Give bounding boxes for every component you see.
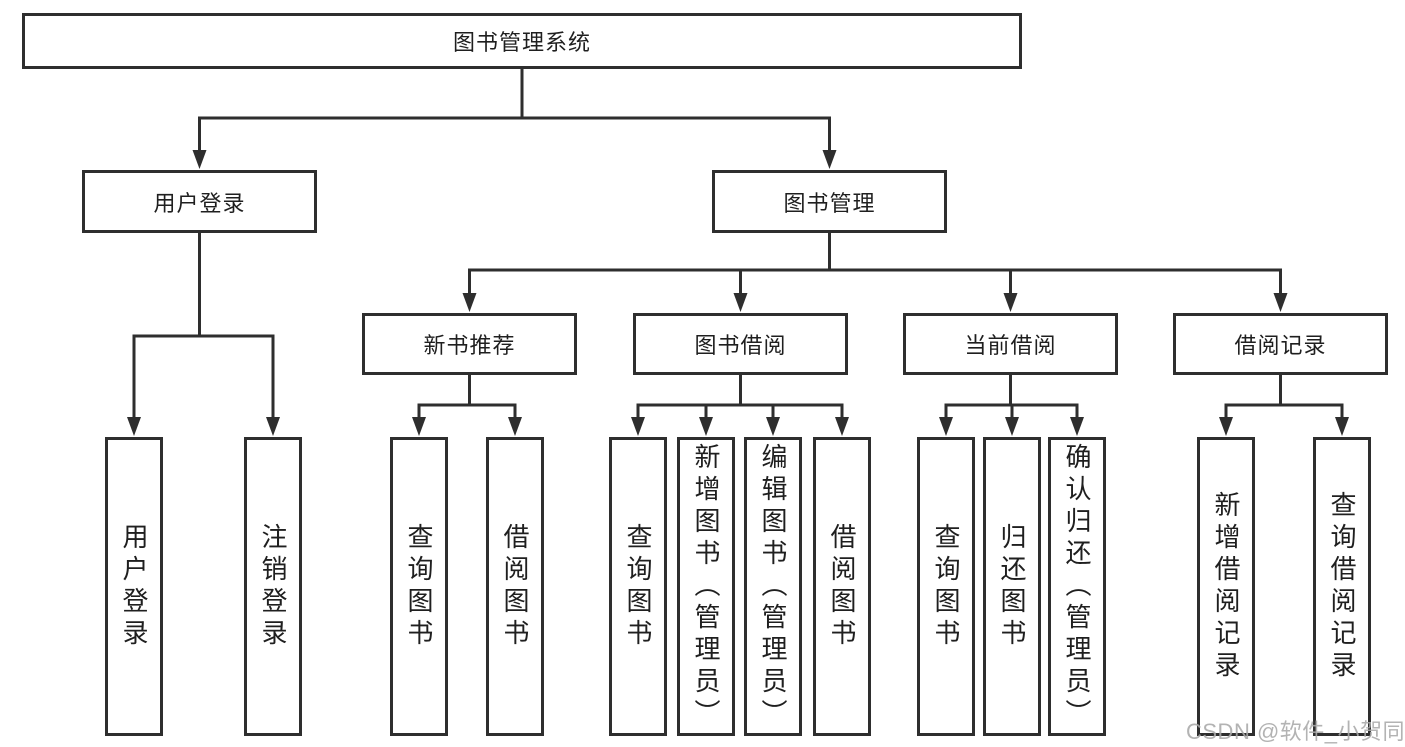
node-leaf-add-borrow-record: 新增借阅记录: [1197, 437, 1255, 736]
connector-root-to-level2: [192, 69, 837, 169]
connector-current-borrow-to-leaves: [939, 375, 1084, 436]
node-leaf-borrow-books-1: 借阅图书: [486, 437, 544, 736]
node-leaf-edit-books-admin: 编辑图书（管理员）: [744, 437, 802, 736]
connector-user-login-to-leaves: [127, 233, 280, 436]
csdn-watermark: CSDN @软件_小贺同学: [1186, 719, 1405, 744]
connector-book-borrow-to-leaves: [631, 375, 849, 436]
node-borrow-records: 借阅记录: [1173, 313, 1388, 375]
node-user-login: 用户登录: [82, 170, 317, 233]
node-leaf-confirm-return-admin: 确认归还（管理员）: [1048, 437, 1106, 736]
node-leaf-query-books-1: 查询图书: [390, 437, 448, 736]
node-root-system: 图书管理系统: [22, 13, 1022, 69]
node-leaf-query-books-2: 查询图书: [609, 437, 667, 736]
node-leaf-user-login: 用户登录: [105, 437, 163, 736]
node-book-management: 图书管理: [712, 170, 947, 233]
node-current-borrowing: 当前借阅: [903, 313, 1118, 375]
connector-new-books-to-leaves: [412, 375, 522, 436]
node-leaf-logout: 注销登录: [244, 437, 302, 736]
node-new-book-recommend: 新书推荐: [362, 313, 577, 375]
connector-borrow-records-to-leaves: [1219, 375, 1349, 436]
connector-book-mgmt-to-level3: [462, 233, 1288, 312]
node-leaf-query-books-3: 查询图书: [917, 437, 975, 736]
node-leaf-borrow-books-2: 借阅图书: [813, 437, 871, 736]
node-leaf-query-borrow-record: 查询借阅记录: [1313, 437, 1371, 736]
node-leaf-add-books-admin: 新增图书（管理员）: [677, 437, 735, 736]
node-leaf-return-books: 归还图书: [983, 437, 1041, 736]
node-book-borrowing: 图书借阅: [633, 313, 848, 375]
